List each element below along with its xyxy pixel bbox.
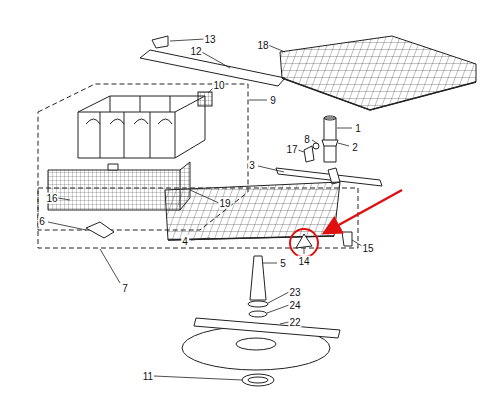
callout-number: 17	[285, 144, 298, 155]
callout-number: 18	[256, 40, 269, 51]
callout-number: 8	[303, 134, 311, 145]
callout-number: 23	[288, 287, 301, 298]
callout-number: 6	[38, 216, 46, 227]
callout-number: 13	[203, 34, 216, 45]
callout-number: 11	[142, 371, 154, 382]
callout-number: 15	[361, 243, 374, 254]
callout-number: 10	[212, 80, 225, 91]
callout-number: 9	[269, 95, 277, 106]
callout-number: 7	[121, 283, 129, 294]
callout-number: 1	[354, 123, 362, 134]
callout-number: 5	[279, 258, 287, 269]
callout-number: 2	[351, 142, 359, 153]
callout-number: 16	[45, 193, 58, 204]
callout-number: 14	[297, 256, 310, 267]
callout-number: 12	[189, 46, 202, 57]
callout-number: 4	[181, 236, 189, 247]
callout-number: 22	[288, 317, 301, 328]
callout-number: 24	[288, 300, 301, 311]
callout-number: 19	[218, 198, 231, 209]
callout-number: 3	[248, 160, 256, 171]
